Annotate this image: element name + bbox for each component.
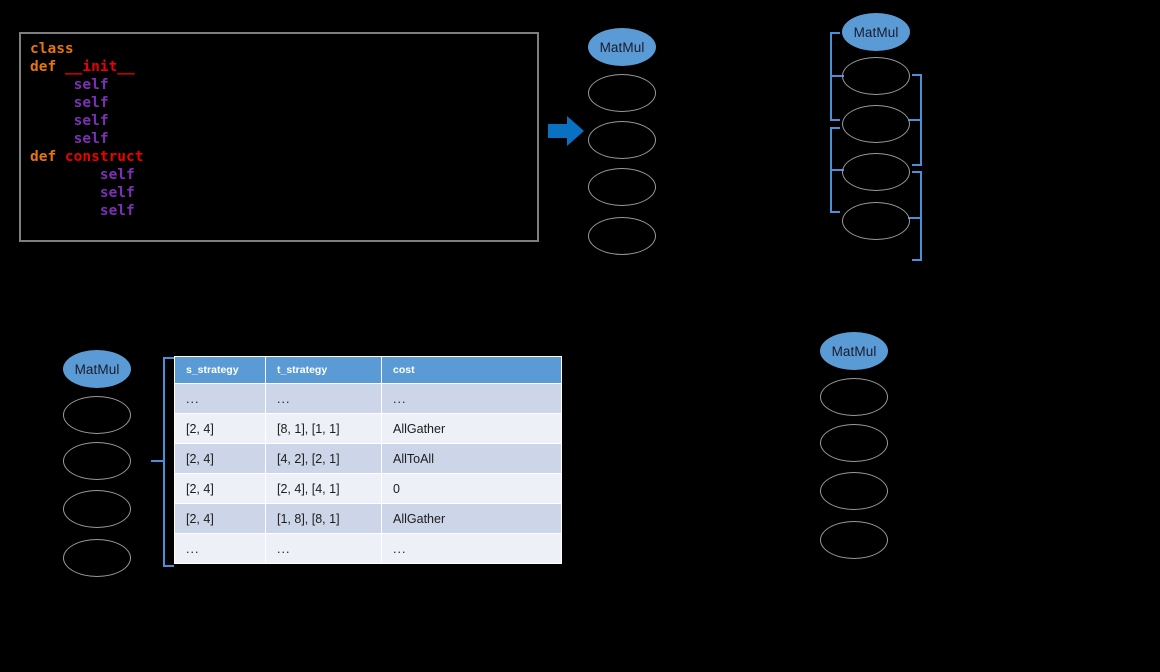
graph-bottom-left: MatMul [63, 350, 135, 580]
table-row[interactable]: ......... [174, 533, 562, 564]
cell-t-strategy: [2, 4], [4, 1] [265, 473, 382, 504]
cell-t-strategy: [8, 1], [1, 1] [265, 413, 382, 444]
cell-s-strategy: [2, 4] [174, 473, 266, 504]
code-line: self [30, 202, 144, 220]
cell-s-strategy: ... [174, 383, 266, 414]
op-node[interactable] [588, 74, 656, 112]
op-node[interactable] [63, 539, 131, 577]
code-token: self [73, 77, 109, 93]
cell-s-strategy: ... [174, 533, 266, 564]
cell-cost: AllToAll [381, 443, 562, 474]
code-token: def [30, 149, 65, 165]
code-token: self [73, 95, 109, 111]
code-line: self [30, 166, 144, 184]
code-line: self [30, 184, 144, 202]
cell-t-strategy: [4, 2], [2, 1] [265, 443, 382, 474]
table-row[interactable]: [2, 4][2, 4], [4, 1]0 [174, 473, 562, 504]
table-header-row: s_strategy t_strategy cost [174, 356, 562, 384]
matmul-node-head[interactable]: MatMul [842, 13, 910, 51]
cell-cost: ... [381, 383, 562, 414]
graph-center: MatMul [588, 28, 660, 258]
code-token: construct [64, 149, 144, 165]
op-node[interactable] [820, 378, 888, 416]
op-node[interactable] [588, 217, 656, 255]
graph-top-right: MatMul [842, 13, 914, 258]
code-token: self [99, 203, 135, 219]
code-token: __init__ [64, 59, 135, 75]
strategy-cost-table: s_strategy t_strategy cost .........[2, … [174, 356, 562, 564]
matmul-node-head[interactable]: MatMul [63, 350, 131, 388]
column-header-t-strategy[interactable]: t_strategy [265, 356, 382, 384]
cell-cost: 0 [381, 473, 562, 504]
cell-s-strategy: [2, 4] [174, 443, 266, 474]
code-token: self [99, 167, 135, 183]
matmul-node-head[interactable]: MatMul [588, 28, 656, 66]
op-node[interactable] [842, 202, 910, 240]
cell-cost: AllGather [381, 503, 562, 534]
cell-cost: AllGather [381, 413, 562, 444]
op-node[interactable] [588, 168, 656, 206]
op-node[interactable] [842, 57, 910, 95]
cell-t-strategy: ... [265, 533, 382, 564]
cell-t-strategy: [1, 8], [8, 1] [265, 503, 382, 534]
op-node[interactable] [588, 121, 656, 159]
op-node[interactable] [63, 442, 131, 480]
column-header-cost[interactable]: cost [381, 356, 562, 384]
op-node[interactable] [63, 490, 131, 528]
code-line: def __init__ [30, 58, 144, 76]
op-node[interactable] [820, 424, 888, 462]
table-row[interactable]: [2, 4][4, 2], [2, 1]AllToAll [174, 443, 562, 474]
op-node[interactable] [842, 153, 910, 191]
flow-arrow-icon [548, 114, 584, 148]
code-token: class [30, 41, 74, 57]
cell-s-strategy: [2, 4] [174, 503, 266, 534]
code-line: self [30, 94, 144, 112]
table-row[interactable]: [2, 4][8, 1], [1, 1]AllGather [174, 413, 562, 444]
cell-s-strategy: [2, 4] [174, 413, 266, 444]
code-line: class [30, 40, 144, 58]
op-node[interactable] [63, 396, 131, 434]
code-token: self [73, 113, 109, 129]
code-token: def [30, 59, 65, 75]
matmul-node-head[interactable]: MatMul [820, 332, 888, 370]
table-row[interactable]: [2, 4][1, 8], [8, 1]AllGather [174, 503, 562, 534]
op-node[interactable] [820, 472, 888, 510]
op-node[interactable] [820, 521, 888, 559]
code-line: def construct [30, 148, 144, 166]
graph-bottom-right: MatMul [820, 332, 892, 562]
op-node[interactable] [842, 105, 910, 143]
code-line: self [30, 130, 144, 148]
table-row[interactable]: ......... [174, 383, 562, 414]
code-line: self [30, 112, 144, 130]
cell-cost: ... [381, 533, 562, 564]
code-token: self [99, 185, 135, 201]
code-token: self [73, 131, 109, 147]
column-header-s-strategy[interactable]: s_strategy [174, 356, 266, 384]
cell-t-strategy: ... [265, 383, 382, 414]
code-line: self [30, 76, 144, 94]
